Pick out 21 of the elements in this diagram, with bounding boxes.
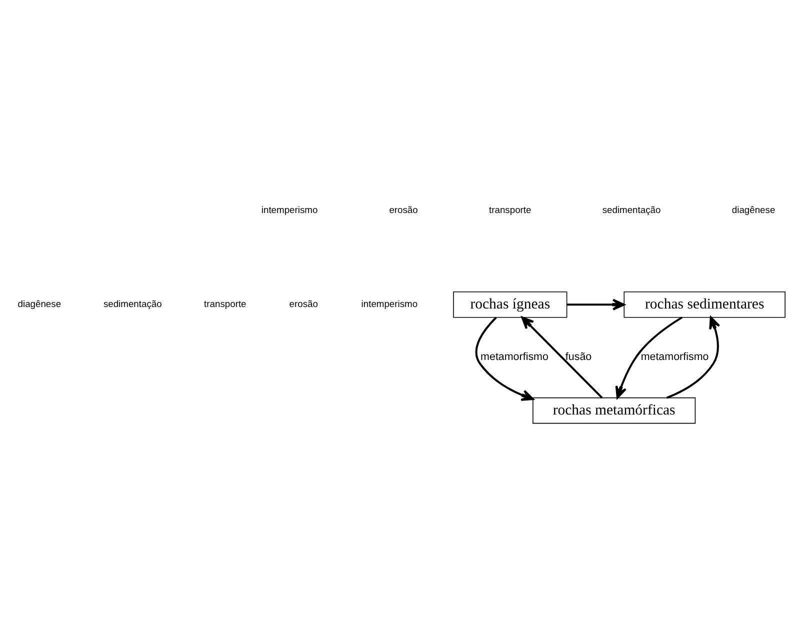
- label: intemperismo: [361, 299, 418, 310]
- label: diagênese: [18, 299, 62, 310]
- edge-label: fusão: [565, 351, 592, 364]
- label: transporte: [204, 299, 246, 310]
- label: diagênese: [732, 205, 776, 216]
- node-box: rochas metamórficas: [532, 397, 696, 424]
- label: erosão: [289, 299, 318, 310]
- arrow: [521, 316, 603, 398]
- arrow: [615, 316, 683, 399]
- label: intemperismo: [261, 205, 318, 216]
- node-box: rochas sedimentares: [624, 291, 786, 318]
- label: erosão: [389, 205, 418, 216]
- edge-label: metamorfismo: [640, 351, 709, 364]
- label: transporte: [489, 205, 532, 216]
- label: sedimentação: [103, 299, 162, 310]
- arrow: [566, 298, 625, 310]
- label: sedimentação: [602, 205, 661, 216]
- arrow: [666, 316, 720, 399]
- node-box: rochas ígneas: [453, 291, 568, 318]
- edge-label: metamorfismo: [480, 351, 548, 364]
- arrow: [475, 316, 534, 401]
